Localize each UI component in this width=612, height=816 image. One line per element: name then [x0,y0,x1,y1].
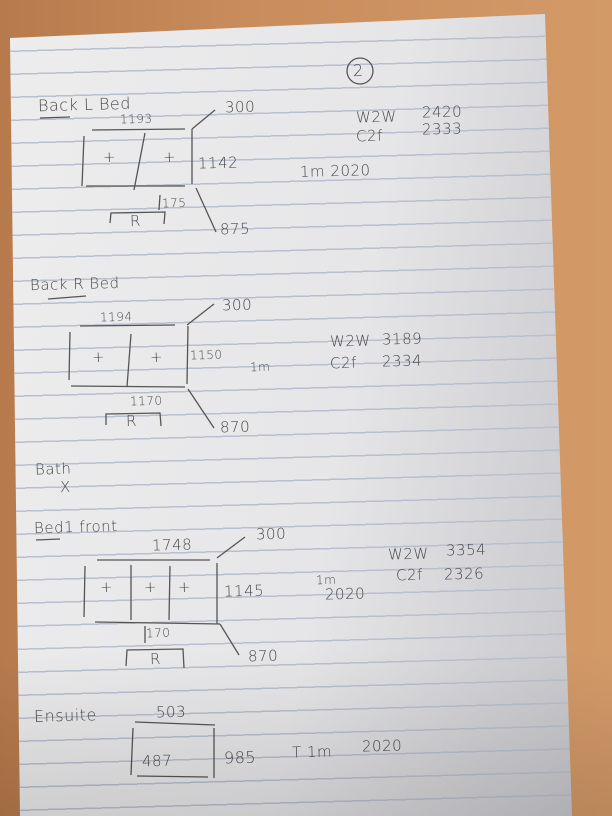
note: 1m [249,359,271,375]
top-dim: 300 [255,524,287,544]
radiator-gap: 175 [161,195,187,211]
width-dim: 1748 [151,535,193,555]
page-number-circle [346,57,374,85]
c2f-value: 2333 [421,119,463,139]
leader-bottom [195,187,217,233]
window-mark: + [99,577,114,597]
height-dim: 1142 [197,153,239,173]
w2w-label: W2W [355,107,397,127]
window-mark: + [143,577,158,597]
w2w-value: 3189 [381,329,423,349]
window-mark: + [162,147,177,167]
radiator-label: R [149,649,162,669]
window-mark: + [177,577,192,597]
title-underline [39,116,71,119]
radiator-gap: 170 [145,625,171,641]
radiator [105,412,162,427]
section-title: Ensuite [33,705,98,726]
note-bottom: 2020 [324,584,366,604]
radiator-gap: 1170 [129,393,163,409]
section-title: Bath [34,459,72,479]
page-number-label: 2 [352,60,364,81]
w2w-label: W2W [329,331,371,351]
bath-mark: X [59,477,72,497]
c2f-value: 2334 [381,351,423,371]
radiator-label: R [125,411,138,431]
radiator [125,648,185,669]
top-dim: 300 [221,295,253,315]
width-dim: 1193 [119,111,153,127]
c2f-label: C2f [355,126,384,146]
w2w-value: 3354 [445,540,487,560]
window-left [81,135,85,187]
section-title: Bed1 front [33,516,118,538]
height-dim: 1150 [189,347,223,363]
window-mark: + [91,347,106,367]
leader-top [191,109,216,130]
window-top [91,128,186,131]
section-title: Back R Bed [29,273,120,295]
w2w-label: W2W [387,544,429,564]
section-title: Back L Bed [37,93,132,116]
width-dim: 503 [155,702,187,722]
note-year: 2020 [361,736,403,756]
c2f-value: 2326 [443,564,485,584]
top-dim: 300 [224,97,256,117]
radiator-label: R [129,211,142,231]
width-dim: 1194 [99,309,133,325]
note: T 1m [291,742,333,762]
bottom-dim: 870 [219,417,251,437]
inner-dim: 487 [141,751,173,771]
window-mark: + [149,347,164,367]
bottom-dim: 870 [247,646,279,666]
height-dim: 985 [223,747,257,768]
window-mark: + [102,147,117,167]
height-dim: 1145 [223,581,265,601]
window-top [79,324,176,327]
c2f-label: C2f [395,565,424,585]
note: 1m 2020 [299,161,371,181]
c2f-label: C2f [329,353,358,373]
radiator [109,211,166,225]
window-divider [133,132,146,191]
bottom-dim: 875 [219,219,251,239]
